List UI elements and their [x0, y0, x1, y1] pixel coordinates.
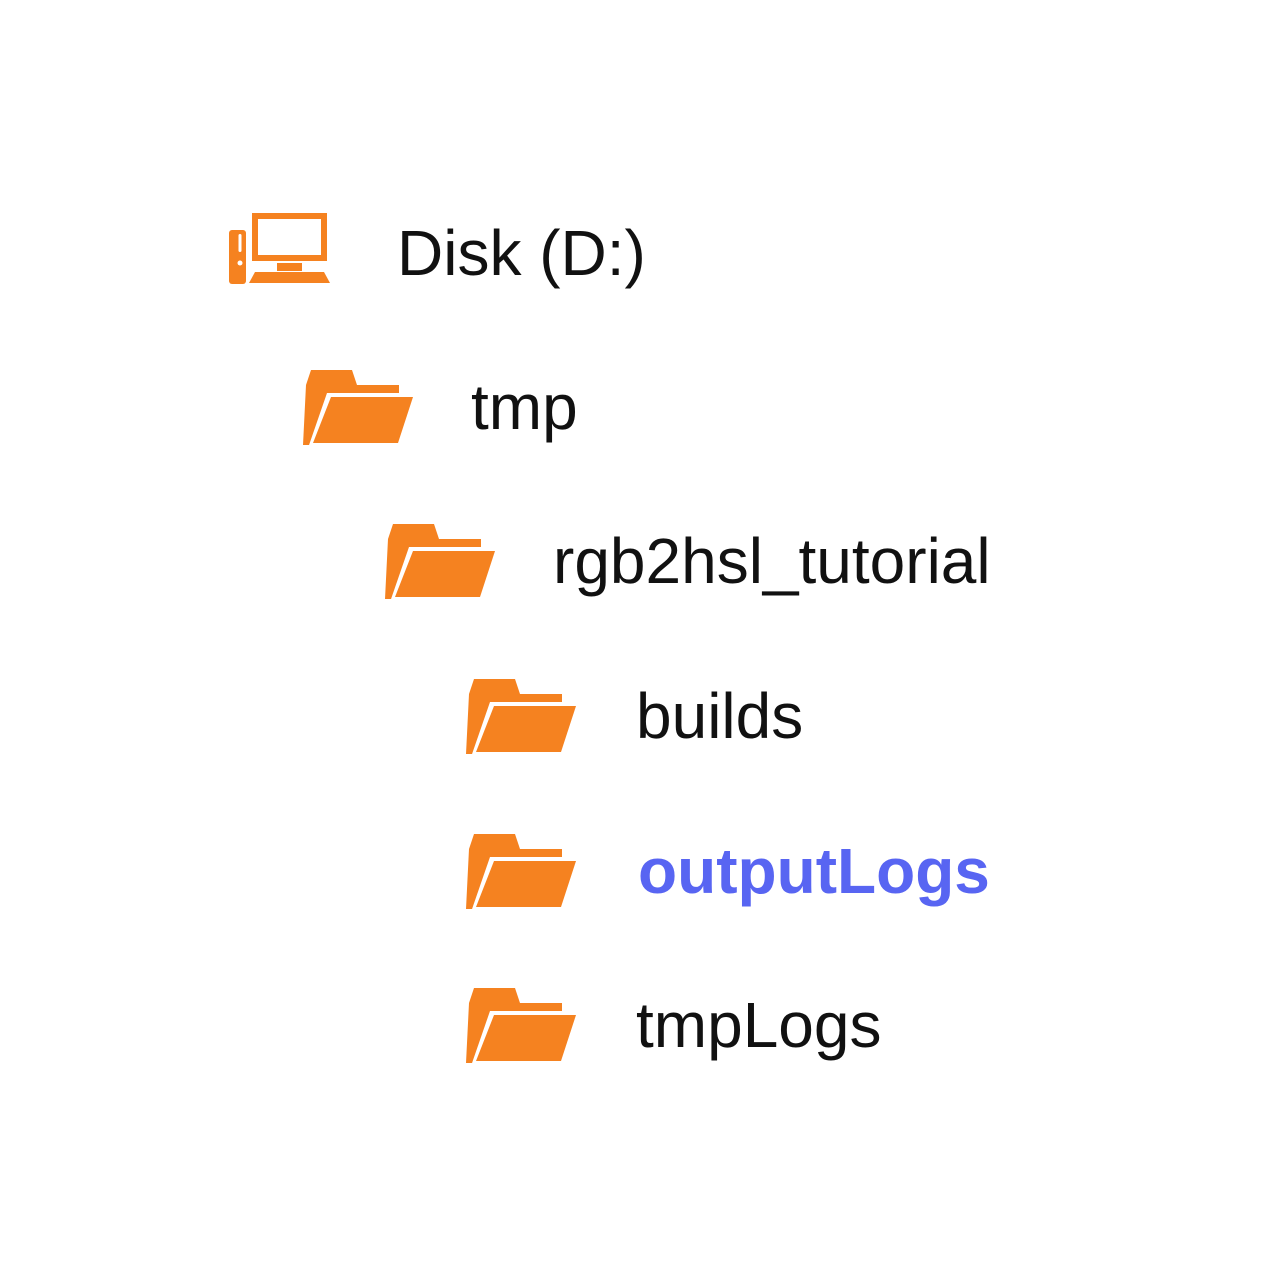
tree-item-label: builds — [636, 680, 804, 752]
tree-item-disk-d[interactable]: Disk (D:) — [217, 203, 646, 303]
folder-open-icon — [466, 831, 576, 911]
tree-item-label: Disk (D:) — [397, 217, 646, 289]
tree-item-tmp[interactable]: tmp — [303, 357, 578, 457]
folder-open-icon — [303, 367, 413, 447]
tree-item-label: tmp — [471, 371, 578, 443]
computer-icon — [217, 203, 347, 303]
tree-item-tmplogs[interactable]: tmpLogs — [466, 975, 881, 1075]
tree-item-outputlogs[interactable]: outputLogs — [466, 821, 990, 921]
folder-open-icon — [385, 521, 495, 601]
tree-item-rgb2hsl-tutorial[interactable]: rgb2hsl_tutorial — [385, 511, 991, 611]
tree-item-label: tmpLogs — [636, 989, 882, 1061]
folder-open-icon — [466, 985, 576, 1065]
tree-item-builds[interactable]: builds — [466, 666, 803, 766]
tree-item-label: rgb2hsl_tutorial — [553, 525, 991, 597]
tree-item-label: outputLogs — [638, 835, 990, 907]
folder-open-icon — [466, 676, 576, 756]
